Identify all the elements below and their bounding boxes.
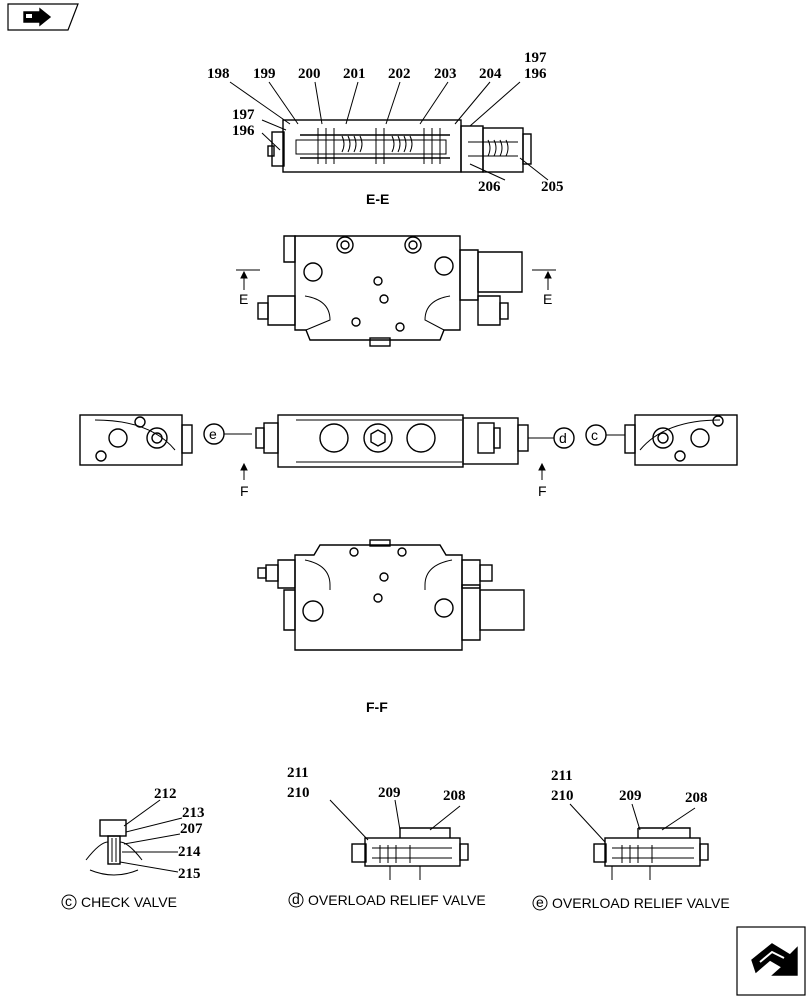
callout-e[interactable]	[203, 423, 252, 445]
section-f-f-drawing	[257, 539, 525, 651]
label-197-left: 197	[232, 107, 255, 123]
leaders-orv-d	[329, 799, 461, 841]
label-211-e: 211	[551, 768, 573, 784]
label-206: 206	[478, 179, 501, 195]
section-mark-e-right: E	[543, 291, 552, 307]
check-valve-detail-left	[79, 414, 193, 466]
callout-d-caption	[288, 892, 304, 908]
label-204: 204	[479, 66, 502, 82]
leaders-check-valve	[119, 799, 183, 873]
callout-c-caption	[61, 894, 77, 910]
label-196-top: 196	[524, 66, 547, 82]
label-200: 200	[298, 66, 321, 82]
label-215: 215	[178, 866, 201, 882]
label-209-e: 209	[619, 788, 642, 804]
caption-check-valve: CHECK VALVE	[81, 894, 177, 910]
section-marker-e	[236, 269, 556, 290]
section-mark-f-right: F	[538, 483, 547, 499]
next-arrow-icon[interactable]	[736, 926, 806, 996]
overload-relief-valve-e-drawing	[593, 827, 709, 880]
label-210-d: 210	[287, 785, 310, 801]
valve-side-view	[255, 414, 529, 468]
caption-overload-relief-valve-e: OVERLOAD RELIEF VALVE	[552, 895, 730, 911]
callout-d[interactable]	[528, 427, 575, 449]
label-197-top: 197	[524, 50, 547, 66]
overload-relief-valve-d-drawing	[351, 827, 469, 880]
caption-c-letter: c	[65, 893, 72, 909]
label-212: 212	[154, 786, 177, 802]
label-208-e: 208	[685, 790, 708, 806]
label-214: 214	[178, 844, 201, 860]
label-208-d: 208	[443, 788, 466, 804]
label-205: 205	[541, 179, 564, 195]
label-198: 198	[207, 66, 230, 82]
callout-d-label: d	[559, 430, 567, 446]
leaders-e-e	[229, 81, 549, 181]
section-e-e-drawing	[267, 119, 532, 173]
check-valve-detail-right	[624, 414, 738, 466]
label-209-d: 209	[378, 785, 401, 801]
folder-arrow-icon[interactable]	[7, 3, 79, 31]
label-199: 199	[253, 66, 276, 82]
check-valve-drawing	[85, 819, 143, 876]
leaders-orv-e	[569, 803, 696, 843]
caption-d-letter: d	[292, 891, 300, 907]
callout-c-label: c	[591, 427, 598, 443]
label-213: 213	[182, 805, 205, 821]
caption-overload-relief-valve-d: OVERLOAD RELIEF VALVE	[308, 892, 486, 908]
callout-e-caption	[532, 895, 548, 911]
label-210-e: 210	[551, 788, 574, 804]
section-title-f-f: F-F	[366, 699, 388, 715]
valve-top-view	[257, 235, 523, 347]
section-marker-f	[240, 462, 546, 480]
callout-e-label: e	[209, 426, 217, 442]
label-202: 202	[388, 66, 411, 82]
label-196-left: 196	[232, 123, 255, 139]
section-mark-e-left: E	[239, 291, 248, 307]
label-211-d: 211	[287, 765, 309, 781]
section-mark-f-left: F	[240, 483, 249, 499]
label-207: 207	[180, 821, 203, 837]
section-title-e-e: E-E	[366, 191, 389, 207]
caption-e-letter: e	[536, 894, 544, 910]
label-203: 203	[434, 66, 457, 82]
label-201: 201	[343, 66, 366, 82]
callout-c[interactable]	[585, 424, 625, 446]
